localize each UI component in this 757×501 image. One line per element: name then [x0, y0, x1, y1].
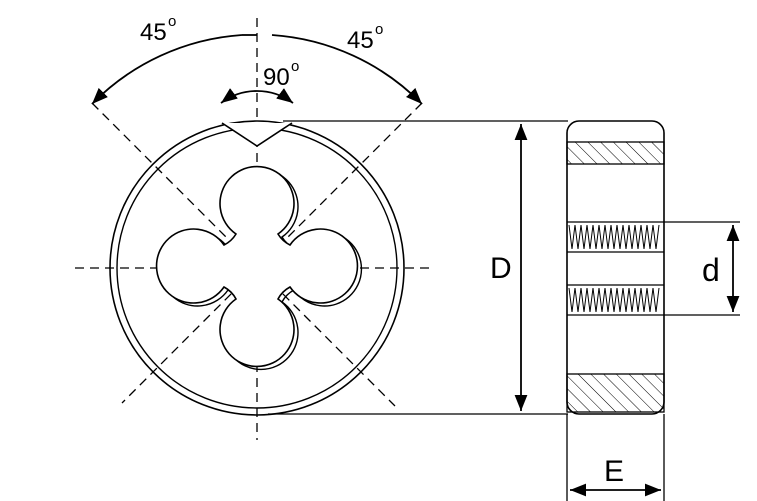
- hatch-top: [566, 141, 665, 165]
- D-label: D: [490, 252, 512, 285]
- angle-left-label: 45: [140, 19, 167, 46]
- dimension-E: [566, 414, 665, 501]
- chip-holes: [155, 165, 359, 368]
- outer-circle: [109, 120, 405, 416]
- v-notch: [221, 122, 293, 147]
- hatch-bottom: [566, 373, 665, 413]
- angle-arc-right: [271, 34, 423, 105]
- front-view: [75, 18, 432, 440]
- angle-center-degree: o: [291, 58, 299, 75]
- dimension-D: [268, 120, 568, 415]
- dimension-d: [664, 221, 740, 316]
- angle-dimensions: [91, 34, 423, 105]
- E-label: E: [604, 455, 624, 488]
- thread-teeth-bottom: [568, 287, 660, 313]
- thread-tooth-row: [568, 224, 660, 250]
- angle-arc-left: [91, 34, 243, 105]
- angle-right-label: 45: [347, 27, 374, 54]
- d-label: d: [702, 252, 720, 288]
- side-body: [566, 120, 665, 415]
- angle-left-degree: o: [168, 13, 176, 30]
- side-view: [566, 120, 665, 415]
- thread-tooth-row: [568, 287, 660, 313]
- angle-arc-center: [220, 88, 294, 104]
- angle-right-degree: o: [375, 21, 383, 38]
- angle-center-label: 90: [263, 64, 290, 91]
- thread-teeth-top: [568, 224, 660, 250]
